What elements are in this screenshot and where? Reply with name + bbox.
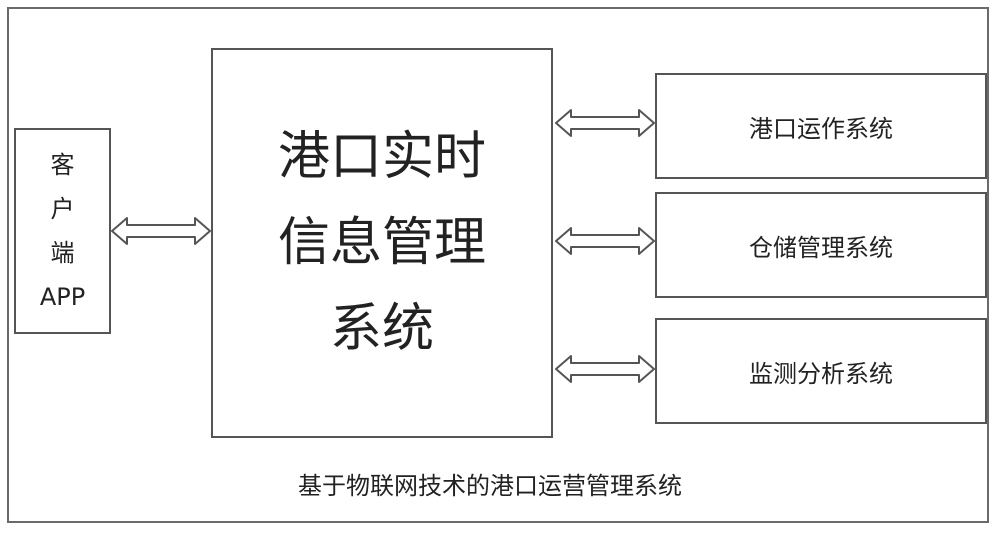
monitoring-analysis-system-box: 监测分析系统: [655, 318, 987, 424]
client-label-line-3: 端: [50, 239, 75, 267]
client-core-arrow: [111, 217, 211, 245]
core-port-operation-arrow: [555, 109, 655, 137]
core-label-line-3: 系统: [329, 299, 434, 359]
port-operation-system-label: 港口运作系统: [749, 114, 893, 143]
client-app-box: 客 户 端 APP: [14, 128, 111, 334]
core-warehouse-arrow: [555, 227, 655, 255]
core-label-line-2: 信息管理: [277, 213, 486, 273]
client-label-line-1: 客: [50, 151, 75, 179]
core-monitoring-arrow: [555, 355, 655, 383]
monitoring-analysis-system-label: 监测分析系统: [749, 359, 893, 388]
client-label-line-2: 户: [50, 195, 75, 223]
outer-frame: [7, 7, 989, 523]
core-label-line-1: 港口实时: [277, 127, 486, 187]
warehouse-management-system-label: 仓储管理系统: [749, 233, 893, 262]
diagram-caption: 基于物联网技术的港口运营管理系统: [298, 472, 682, 500]
warehouse-management-system-box: 仓储管理系统: [655, 192, 987, 298]
client-label-line-4: APP: [39, 283, 86, 311]
core-system-box: 港口实时 信息管理 系统: [211, 48, 553, 438]
port-operation-system-box: 港口运作系统: [655, 73, 987, 179]
